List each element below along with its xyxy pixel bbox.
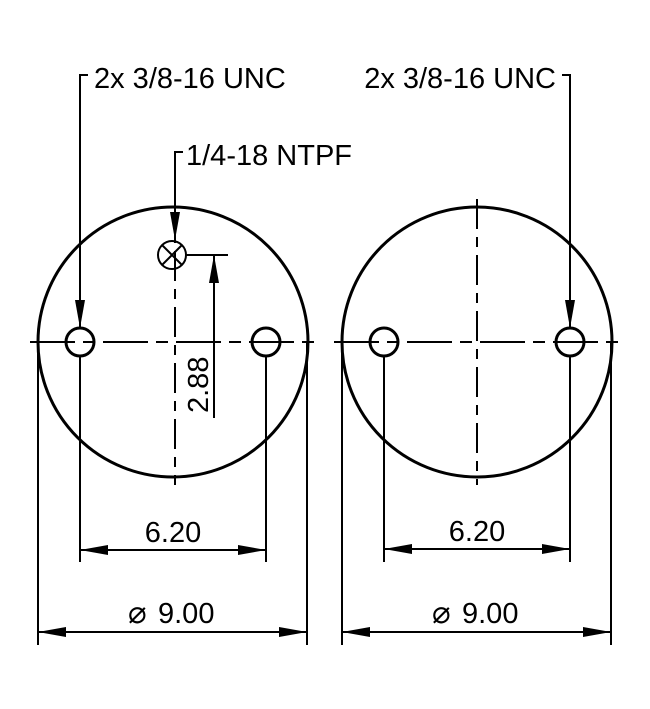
- left-thread-leader: [75, 74, 88, 328]
- left-thread-callout: 2x 3/8-16 UNC: [94, 63, 286, 95]
- air-port-icon: [157, 240, 187, 270]
- diameter-symbol-icon: ⌀: [432, 595, 451, 630]
- right-diameter-label: ⌀ 9.00: [432, 595, 518, 630]
- right-bolt-spacing-label: 6.20: [449, 516, 505, 548]
- left-view: [30, 74, 318, 645]
- left-bolt-spacing-label: 6.20: [145, 517, 201, 549]
- port-offset-dim-label: 2.88: [183, 357, 215, 413]
- port-leader: [170, 151, 183, 240]
- port-callout: 1/4-18 NTPF: [186, 140, 352, 172]
- right-thread-leader: [562, 74, 575, 328]
- right-view: [334, 74, 622, 645]
- right-thread-callout: 2x 3/8-16 UNC: [364, 63, 556, 95]
- right-diameter-value: 9.00: [462, 598, 518, 630]
- diameter-symbol-icon: ⌀: [128, 595, 147, 630]
- left-diameter-label: ⌀ 9.00: [128, 595, 214, 630]
- left-diameter-value: 9.00: [158, 598, 214, 630]
